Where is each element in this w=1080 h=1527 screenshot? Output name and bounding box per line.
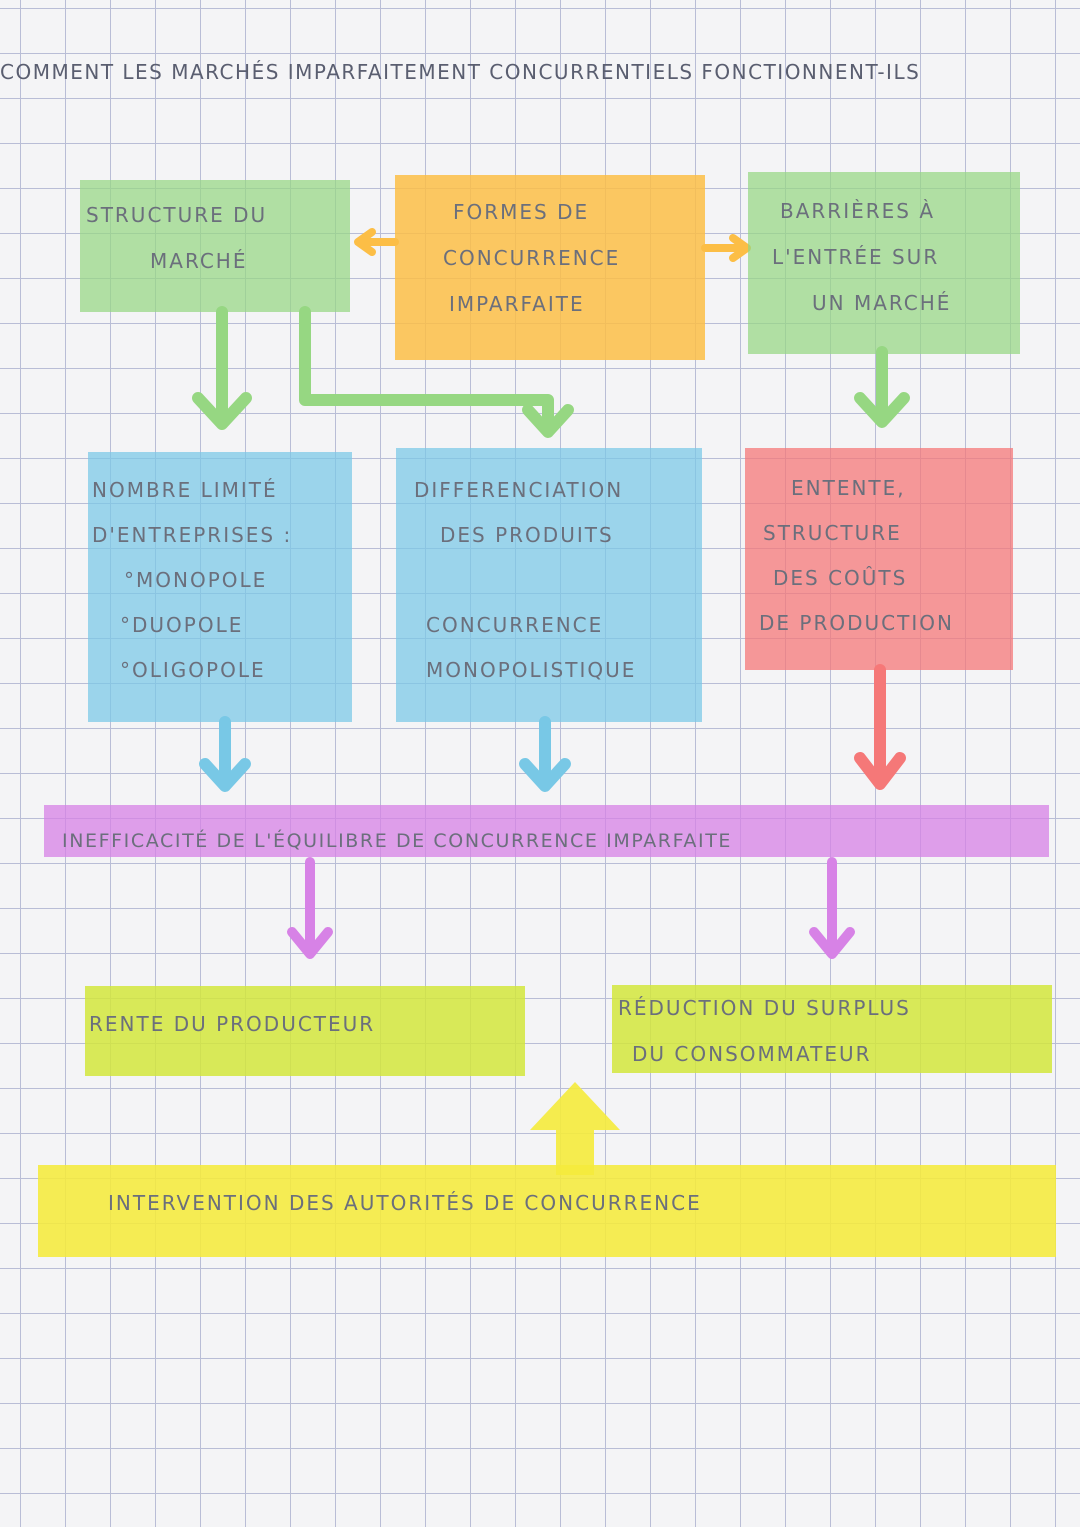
box-line: DE PRODUCTION [759,611,954,635]
box-nombre-limite: NOMBRE LIMITÉ D'ENTREPRISES : °MONOPOLE … [88,452,352,722]
box-line: MONOPOLISTIQUE [426,658,637,682]
box-line: MARCHÉ [150,249,248,273]
diagram-title: COMMENT LES MARCHÉS IMPARFAITEMENT CONCU… [0,60,921,84]
arrow-differenciation-to-inefficacite [519,716,571,792]
box-line: L'ENTRÉE SUR [772,245,940,269]
arrow-inefficacite-to-rente [287,857,333,959]
arrow-nombre-to-inefficacite [199,716,251,792]
arrow-intervention-up [530,1082,620,1175]
box-line: °DUOPOLE [120,613,244,637]
box-line: BARRIÈRES À [780,199,935,223]
arrow-entente-to-inefficacite [854,664,906,790]
box-line: UN MARCHÉ [812,291,952,315]
box-line [414,558,702,603]
box-barrieres-entree: BARRIÈRES À L'ENTRÉE SUR UN MARCHÉ [748,172,1020,354]
box-line: DES PRODUITS [440,523,614,547]
box-line: NOMBRE LIMITÉ [92,478,278,502]
box-inefficacite: INEFFICACITÉ DE L'ÉQUILIBRE DE CONCURREN… [44,805,1049,857]
box-line: DES COÛTS [773,566,908,590]
box-line: STRUCTURE [763,521,902,545]
box-formes-de-concurrence: FORMES DE CONCURRENCE IMPARFAITE [395,175,705,360]
box-line: ENTENTE, [791,476,906,500]
box-line: INTERVENTION DES AUTORITÉS DE CONCURRENC… [108,1191,702,1215]
box-intervention-autorites: INTERVENTION DES AUTORITÉS DE CONCURRENC… [38,1165,1056,1257]
box-line: IMPARFAITE [449,292,585,316]
arrow-inefficacite-to-reduction [809,857,855,959]
box-line: RÉDUCTION DU SURPLUS [618,996,911,1020]
arrow-structure-to-differenciation [299,306,574,438]
arrow-structure-to-nombre [192,306,252,430]
box-reduction-surplus: RÉDUCTION DU SURPLUS DU CONSOMMATEUR [612,985,1052,1073]
box-line: INEFFICACITÉ DE L'ÉQUILIBRE DE CONCURREN… [62,830,733,852]
box-rente-producteur: RENTE DU PRODUCTEUR [85,986,525,1076]
box-line: °OLIGOPOLE [120,658,266,682]
box-line: CONCURRENCE [443,246,621,270]
box-line: RENTE DU PRODUCTEUR [89,1012,376,1036]
box-line: STRUCTURE DU [86,203,268,227]
box-line: °MONOPOLE [124,568,268,592]
box-line: FORMES DE [453,200,590,224]
box-entente: ENTENTE, STRUCTURE DES COÛTS DE PRODUCTI… [745,448,1013,670]
box-line: D'ENTREPRISES : [92,523,293,547]
arrow-barrieres-to-entente [854,346,910,428]
arrow-formes-to-barrieres [701,234,751,262]
arrow-formes-to-structure [354,228,399,256]
box-line: DIFFERENCIATION [414,478,624,502]
box-differenciation-produits: DIFFERENCIATION DES PRODUITS CONCURRENCE… [396,448,702,722]
box-line: DU CONSOMMATEUR [632,1042,872,1066]
box-structure-du-marche: STRUCTURE DU MARCHÉ [80,180,350,312]
box-line: CONCURRENCE [426,613,604,637]
